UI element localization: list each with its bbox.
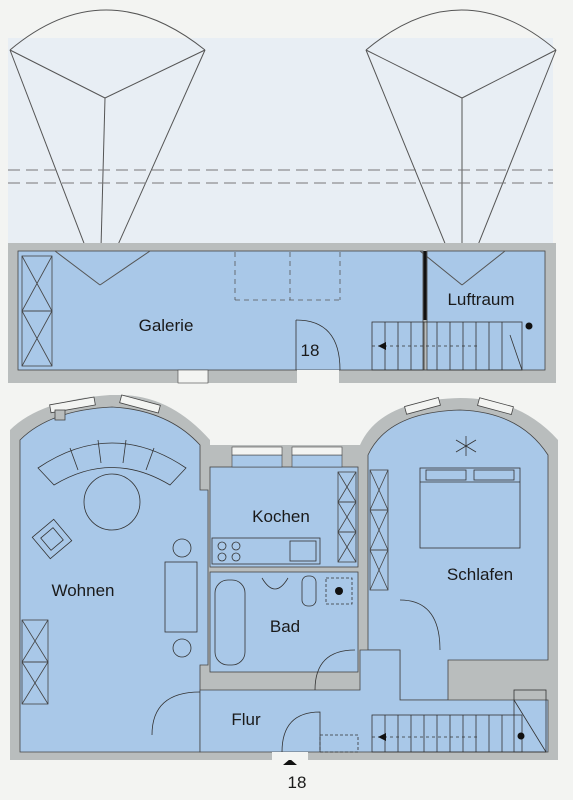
bathroom-fixtures [214,575,353,666]
lower-windows [49,394,514,421]
kitchen-window-niche [231,454,283,468]
schlafen-door [399,599,441,651]
label-kochen: Kochen [252,507,310,526]
kitchen-cupboard [337,471,357,563]
label-galerie: Galerie [139,316,194,335]
wohnen-shelf [21,619,49,705]
shower-drain [335,587,343,595]
label-schlafen: Schlafen [447,565,513,584]
label-number-lower: 18 [288,773,307,792]
label-bad: Bad [270,617,300,636]
entry-arrow-icon [283,759,297,765]
entry-gap [272,752,308,760]
galerie-door [295,319,341,371]
flur-cabinet [319,734,359,753]
stair-arrow-upper [378,342,386,350]
luftraum-room [426,250,546,371]
stair-dot-upper [525,322,533,330]
label-luftraum: Luftraum [447,290,514,309]
galerie-dashed-furniture [234,252,341,301]
kochen-room [209,466,359,568]
bed [419,467,521,549]
kitchen-counter [211,537,321,565]
stair-arrow-lower [378,733,386,741]
dining-set [164,538,198,658]
sofa [37,439,187,486]
lower-floor: Kochen Wohnen Schlafen Bad Flur 18 [10,394,558,792]
round-table [83,473,141,531]
skylight-dome-left [9,9,206,51]
schlafen-room [367,409,549,701]
armchair [31,518,73,560]
upper-floor: Galerie Luftraum 18 [8,9,557,384]
galerie-room [17,250,424,371]
label-number-upper: 18 [301,341,320,360]
wohnen-room [19,406,209,753]
bad-room [209,571,359,673]
kitchen-window-niche-2 [291,454,343,468]
skylight-lines-over-rooms [54,250,506,286]
skylight-dome-right [365,9,557,51]
galerie-shelf [21,255,53,367]
flur-entry-door [281,711,321,753]
upper-entry-gap [297,370,339,383]
upper-window [177,369,209,384]
kitchen-window-2 [291,446,343,456]
flur-room [199,649,549,753]
wardrobe [369,469,389,591]
roof-area [8,38,553,243]
label-flur: Flur [231,710,261,729]
flur-door-left [151,691,201,736]
label-wohnen: Wohnen [51,581,114,600]
kitchen-window [231,446,283,456]
plant [455,436,477,456]
stair-dot-lower [517,732,525,740]
bad-door [314,649,356,691]
